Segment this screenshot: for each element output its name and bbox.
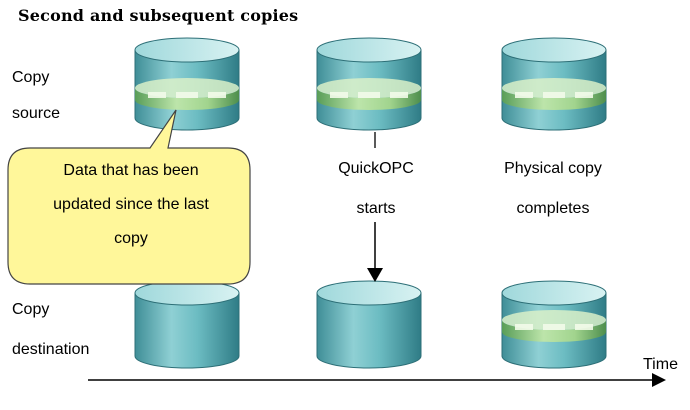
source-cylinder-3 [501, 37, 607, 131]
destination-cylinder-1 [134, 280, 240, 369]
destination-cylinder-2 [316, 280, 422, 369]
time-axis-label: Time [643, 356, 678, 373]
copy-destination-label-line1: Copy [12, 301, 50, 318]
updated-data-callout [7, 109, 251, 285]
callout-line-2: updated since the last [53, 196, 209, 213]
physical-copy-stage-line2: completes [516, 200, 590, 217]
physical-copy-stage-line1: Physical copy [504, 160, 602, 177]
copy-source-label-line2: source [12, 105, 61, 122]
quickopc-stage-line2: starts [356, 200, 396, 217]
source-cylinder-2 [316, 37, 422, 131]
callout-line-1: Data that has been [63, 162, 199, 179]
source-cylinder-1 [134, 37, 240, 131]
destination-cylinder-3 [501, 280, 607, 369]
quickopc-stage-line1: QuickOPC [338, 160, 414, 177]
callout-text: Data that has been updated since the las… [22, 160, 240, 262]
callout-line-3: copy [114, 230, 148, 247]
copy-destination-label-line2: destination [12, 341, 90, 358]
quickopc-arrow-head [367, 268, 383, 282]
copy-source-label-line1: Copy [12, 69, 50, 86]
diagram-title: Second and subsequent copies [18, 6, 299, 25]
time-axis-arrow-head [652, 373, 666, 387]
